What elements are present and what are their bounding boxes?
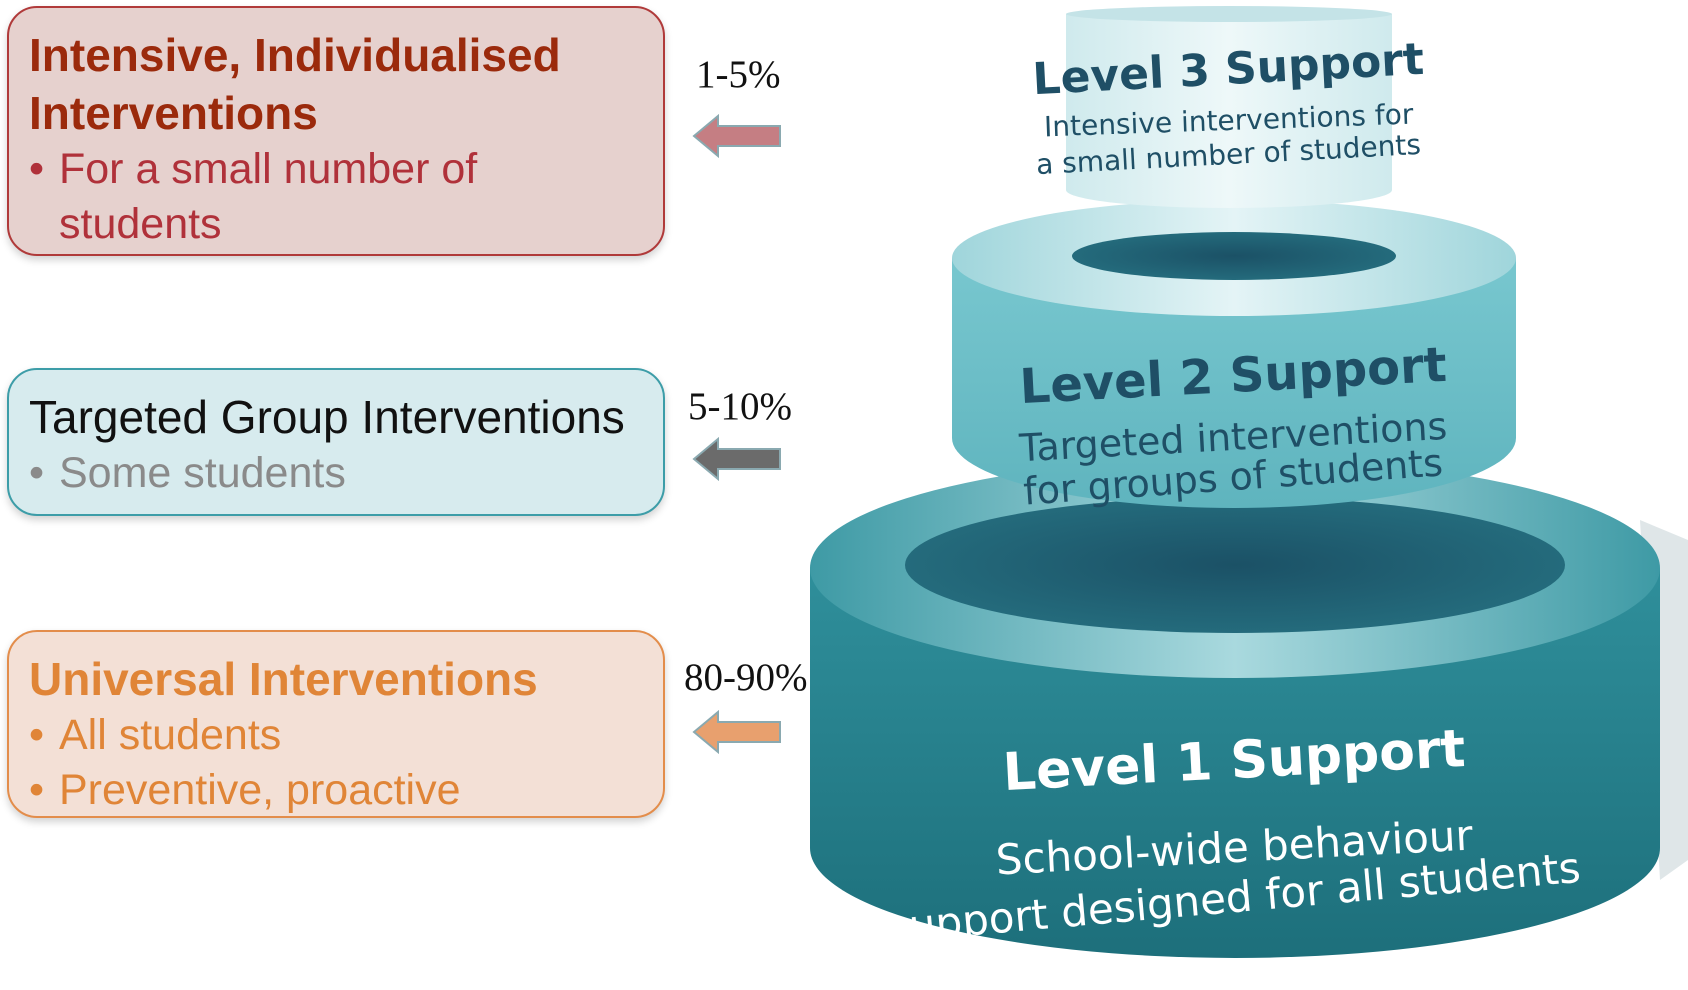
percentage-level2: 5-10%: [688, 385, 792, 428]
percentage-level1: 80-90%: [684, 656, 808, 699]
universal-bullet-1-text: All students: [59, 711, 282, 759]
intensive-bullet-line1: For a small number of: [59, 145, 478, 193]
intensive-title-line1: Intensive, Individualised: [29, 29, 561, 81]
targeted-title: Targeted Group Interventions: [29, 391, 625, 443]
targeted-bullet: • Some students: [29, 446, 643, 501]
universal-bullet-2-text: Preventive, proactive: [59, 766, 461, 814]
bullet-dot: •: [29, 766, 45, 814]
left-arrow-icon: [692, 710, 781, 754]
left-arrow-icon: [692, 437, 781, 481]
universal-title: Universal Interventions: [29, 653, 538, 705]
targeted-bullet-text: Some students: [59, 449, 346, 497]
tier-level2: Level 2 Support Targeted interventions f…: [952, 200, 1516, 514]
bullet-dot: •: [29, 449, 45, 497]
intensive-interventions-box: Intensive, Individualised Interventions …: [7, 6, 665, 256]
intensive-bullet-line2: students: [59, 200, 222, 248]
bullet-dot: •: [29, 711, 45, 759]
tier-level1: Level 1 Support School-wide behaviour su…: [810, 458, 1660, 958]
percentage-level3: 1-5%: [696, 53, 781, 96]
universal-interventions-box: Universal Interventions • All students • P…: [7, 630, 665, 818]
bullet-dot: •: [29, 145, 45, 193]
intensive-bullet: • For a small number of: [29, 142, 643, 197]
universal-bullet-1: • All students: [29, 708, 643, 763]
intensive-title-line2: Interventions: [29, 87, 318, 139]
tier-level3: Level 3 Support Intensive interventions …: [1031, 6, 1425, 208]
targeted-interventions-box: Targeted Group Interventions • Some stude…: [7, 368, 665, 516]
left-arrow-icon: [692, 114, 781, 158]
universal-bullet-2: • Preventive, proactive: [29, 763, 643, 818]
